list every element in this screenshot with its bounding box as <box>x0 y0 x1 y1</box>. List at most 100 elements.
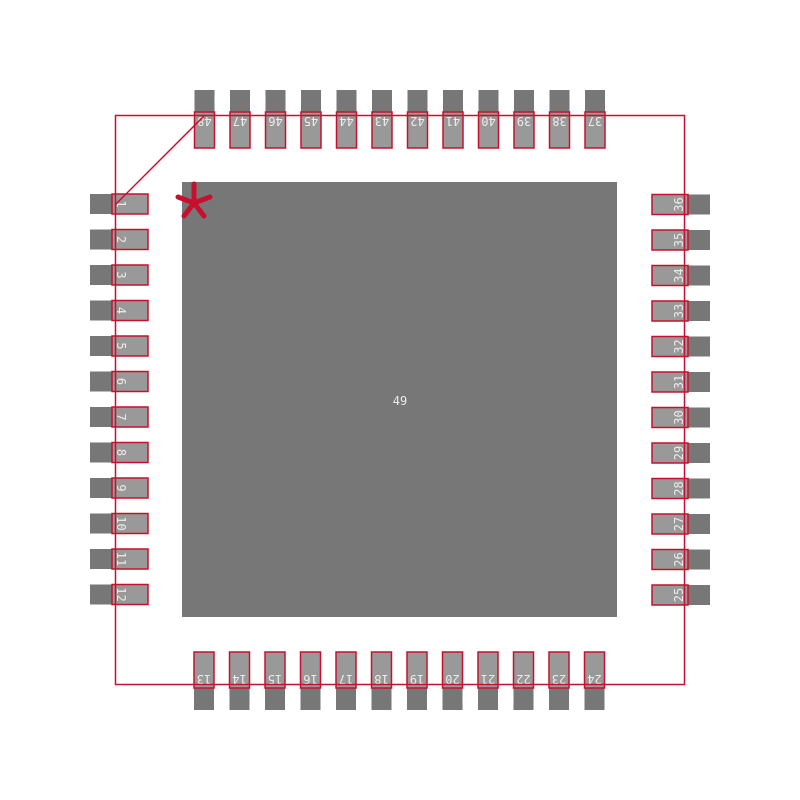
pad-23[interactable] <box>548 651 570 689</box>
pad-10[interactable] <box>111 512 149 535</box>
pad-label: 13 <box>197 672 211 686</box>
pad-44[interactable] <box>335 111 358 149</box>
pad-15[interactable] <box>264 651 286 689</box>
pad-label: 43 <box>375 114 389 128</box>
pad-2[interactable] <box>111 228 149 251</box>
pad-label: 8 <box>114 449 128 456</box>
pad-label: 37 <box>588 114 602 128</box>
pad-label: 26 <box>672 552 686 566</box>
pad-29[interactable] <box>651 442 689 464</box>
pad-32[interactable] <box>651 335 689 358</box>
pad-label: 12 <box>114 587 128 601</box>
pad-label: 17 <box>339 672 353 686</box>
pad-label: 31 <box>672 375 686 389</box>
pad-label: 39 <box>517 114 531 128</box>
pad-24[interactable] <box>583 651 606 689</box>
pad-47[interactable] <box>229 111 251 149</box>
pad-45[interactable] <box>300 111 322 149</box>
pad-26[interactable] <box>651 548 689 571</box>
pad-38[interactable] <box>548 111 571 149</box>
pad-11[interactable] <box>111 548 149 570</box>
pad-label: 21 <box>481 672 495 686</box>
pad-13[interactable] <box>193 651 215 689</box>
pad-label: 41 <box>446 114 460 128</box>
pad-4[interactable] <box>111 299 149 322</box>
pad-label: 42 <box>410 114 424 128</box>
pin1-asterisk-icon <box>175 181 213 219</box>
pad-label: 4 <box>114 307 128 314</box>
pad-label: 19 <box>410 672 424 686</box>
pad-27[interactable] <box>651 513 689 535</box>
pad-label: 10 <box>114 516 128 530</box>
pad-label: 5 <box>114 342 128 349</box>
pad-34[interactable] <box>651 264 689 287</box>
pad-9[interactable] <box>111 477 149 499</box>
pad-label: 45 <box>304 114 318 128</box>
pad-22[interactable] <box>512 651 535 689</box>
pin1-chamfer-line <box>115 115 205 205</box>
pad-label: 11 <box>114 552 128 566</box>
pad-41[interactable] <box>442 111 464 149</box>
pad-33[interactable] <box>651 300 689 322</box>
pad-37[interactable] <box>584 111 606 149</box>
pad-label: 18 <box>374 672 388 686</box>
pad-label: 29 <box>672 446 686 460</box>
body-outline <box>114 114 686 686</box>
pad-label: 3 <box>114 271 128 278</box>
pad-46[interactable] <box>264 111 287 149</box>
pad-20[interactable] <box>441 651 464 689</box>
thermal-pad-label: 49 <box>393 394 407 408</box>
pad-label: 35 <box>672 233 686 247</box>
pad-label: 30 <box>672 410 686 424</box>
pad-16[interactable] <box>299 651 322 689</box>
pad-7[interactable] <box>111 406 149 428</box>
pad-label: 1 <box>114 200 128 207</box>
pad-label: 2 <box>114 236 128 243</box>
pad-43[interactable] <box>371 111 393 149</box>
pad-label: 14 <box>232 672 246 686</box>
pad-label: 23 <box>552 672 566 686</box>
pad-label: 40 <box>481 114 495 128</box>
pad-30[interactable] <box>651 406 689 429</box>
pad-label: 32 <box>672 339 686 353</box>
pad-8[interactable] <box>111 441 149 464</box>
pad-21[interactable] <box>477 651 499 689</box>
pad-25[interactable] <box>651 584 689 606</box>
pad-12[interactable] <box>111 583 149 606</box>
pad-17[interactable] <box>335 651 357 689</box>
pad-label: 16 <box>303 672 317 686</box>
pad-label: 46 <box>268 114 282 128</box>
pad-label: 15 <box>268 672 282 686</box>
pad-label: 47 <box>233 114 247 128</box>
pad-label: 20 <box>445 672 459 686</box>
pad-6[interactable] <box>111 370 149 393</box>
pad-label: 9 <box>114 484 128 491</box>
pad-42[interactable] <box>406 111 429 149</box>
pad-label: 44 <box>339 114 353 128</box>
thermal-pad[interactable] <box>182 182 617 617</box>
pad-40[interactable] <box>477 111 500 149</box>
pad-39[interactable] <box>513 111 535 149</box>
pad-label: 25 <box>672 588 686 602</box>
pad-31[interactable] <box>651 371 689 393</box>
pad-label: 27 <box>672 517 686 531</box>
pad-35[interactable] <box>651 229 689 251</box>
pad-18[interactable] <box>370 651 393 689</box>
pad-36[interactable] <box>651 193 689 216</box>
pad-19[interactable] <box>406 651 428 689</box>
pad-5[interactable] <box>111 335 149 357</box>
pad-label: 7 <box>114 413 128 420</box>
pad-label: 34 <box>672 268 686 282</box>
pad-label: 28 <box>672 481 686 495</box>
pad-label: 33 <box>672 304 686 318</box>
pad-label: 24 <box>587 672 601 686</box>
pad-label: 6 <box>114 378 128 385</box>
pad-3[interactable] <box>111 264 149 286</box>
pad-14[interactable] <box>228 651 251 689</box>
pad-label: 48 <box>197 114 211 128</box>
pad-label: 36 <box>672 197 686 211</box>
pad-28[interactable] <box>651 477 689 500</box>
